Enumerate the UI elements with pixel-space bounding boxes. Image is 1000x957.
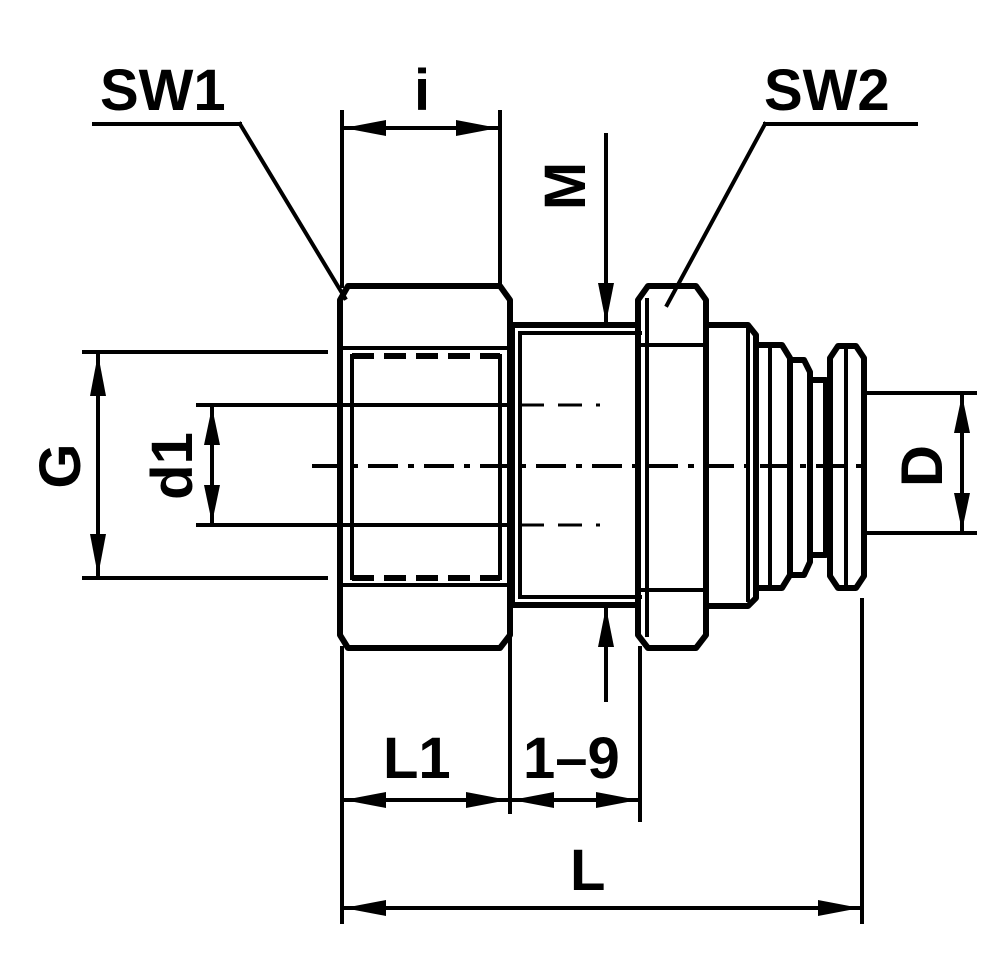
d1-dimension	[196, 403, 510, 527]
l1-label: L1	[383, 726, 451, 791]
left-hex-body	[337, 283, 513, 651]
l-dimension	[340, 900, 864, 916]
m-dimension	[598, 133, 614, 702]
d-label: D	[890, 445, 955, 487]
sw2-label: SW2	[764, 58, 890, 123]
i-label: i	[414, 58, 430, 123]
sw1-label: SW1	[100, 58, 226, 123]
range-dimension	[508, 792, 642, 808]
g-label: G	[28, 443, 93, 488]
sw2-leader	[664, 121, 918, 308]
l-label: L	[570, 838, 605, 903]
bore-hidden-lines	[520, 403, 600, 527]
m-label: M	[533, 162, 598, 210]
d1-label: d1	[140, 432, 205, 500]
right-hex-nut	[635, 283, 709, 651]
d-dimension	[864, 391, 977, 535]
sw1-leader	[92, 121, 348, 301]
l1-dimension	[340, 792, 512, 808]
range-label: 1–9	[523, 726, 620, 791]
g-dimension	[82, 350, 328, 580]
i-dimension	[340, 110, 502, 288]
bottom-extension-lines	[340, 598, 864, 924]
